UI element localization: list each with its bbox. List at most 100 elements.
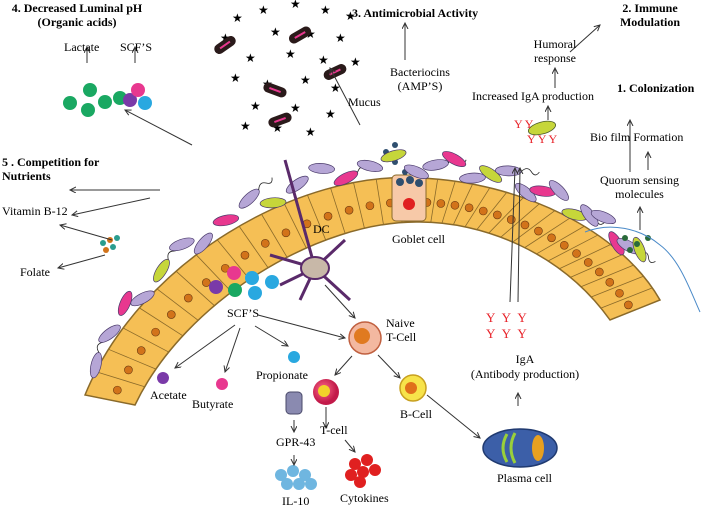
- star-icon: ★: [232, 11, 243, 25]
- gpr43-receptor: [285, 391, 303, 415]
- cell-border: [108, 348, 157, 370]
- organic-acid-dots: [63, 83, 152, 117]
- star-icon: ★: [240, 119, 251, 133]
- scf-product-dots: [157, 351, 300, 390]
- plasma-cell: [482, 428, 558, 468]
- cell-nucleus: [323, 211, 333, 221]
- cell-border: [430, 179, 439, 223]
- star-icon: ★: [258, 3, 269, 17]
- cell-border: [441, 181, 456, 224]
- quorum-dots: [622, 235, 651, 253]
- iga-y-top: Y Y: [514, 117, 534, 131]
- cell-border: [284, 203, 307, 249]
- star-icon: ★: [300, 73, 311, 87]
- cell-border: [216, 239, 250, 280]
- arrows: [58, 23, 648, 465]
- cytokines-label: Cytokines: [340, 491, 389, 505]
- cell-border: [122, 327, 169, 353]
- t-cell: [313, 379, 339, 405]
- biofilm-label: Bio film Formation: [590, 130, 684, 144]
- lactate-label: Lactate: [64, 40, 100, 54]
- dendritic-cell: [269, 159, 352, 302]
- star-icon: ★: [290, 0, 301, 11]
- cell-nucleus: [520, 220, 530, 230]
- humoral-line2: response: [534, 51, 576, 65]
- star-icon: ★: [250, 99, 261, 113]
- bacterium: [130, 290, 155, 307]
- cell-border: [238, 226, 269, 268]
- cell-border: [500, 203, 540, 238]
- bacterium: [117, 290, 133, 316]
- propionate-label: Propionate: [256, 368, 308, 382]
- cell-nucleus: [559, 241, 569, 250]
- cell-border: [600, 287, 653, 309]
- naive-t-cell: [348, 321, 382, 355]
- cell-nucleus: [436, 199, 446, 208]
- cell-border: [609, 299, 661, 321]
- il10-cluster: [275, 465, 317, 490]
- cell-border: [559, 244, 611, 270]
- mucus-label: Mucus: [348, 95, 381, 109]
- immune-line2: Modulation: [619, 15, 680, 29]
- cell-nucleus: [124, 365, 133, 375]
- cell-border: [570, 254, 623, 278]
- cell-border: [464, 187, 491, 228]
- plasma-label: Plasma cell: [497, 471, 552, 485]
- rod-bacterium: [214, 35, 236, 55]
- bacteriocins-line1: Bacteriocins: [390, 65, 450, 79]
- cell-nucleus: [595, 267, 604, 277]
- star-icon: ★: [345, 9, 356, 23]
- cell-nucleus: [202, 278, 211, 287]
- bacterium: [169, 237, 195, 252]
- star-icon: ★: [330, 81, 341, 95]
- bacterium: [193, 232, 213, 255]
- tcell-label: T-cell: [320, 423, 348, 437]
- cell-border: [524, 217, 571, 248]
- star-icon: ★: [272, 121, 283, 135]
- cell-border: [512, 210, 556, 243]
- bacterium: [285, 175, 309, 194]
- cell-nucleus: [365, 201, 375, 211]
- cell-border: [353, 182, 365, 229]
- iga-y-top-2: Y Y Y: [527, 132, 558, 146]
- bacterium: [590, 209, 616, 225]
- bacterium: [238, 177, 273, 209]
- cell-border: [139, 307, 184, 337]
- iga-line1: IgA: [515, 352, 535, 366]
- cell-border: [476, 192, 508, 230]
- star-icon: ★: [350, 55, 361, 69]
- cell-nucleus: [183, 293, 193, 303]
- cell-border: [488, 197, 524, 234]
- cell-nucleus: [344, 205, 354, 215]
- cell-border: [95, 371, 145, 388]
- cell-border: [307, 194, 327, 241]
- bacterium: [259, 197, 287, 209]
- scfs-mid-label: SCF’S: [227, 306, 260, 320]
- star-icon: ★: [230, 71, 241, 85]
- ph-title-line1: 4. Decreased Luminal pH: [11, 1, 143, 15]
- cell-nucleus: [464, 203, 474, 213]
- cell-nucleus: [583, 258, 593, 267]
- bacteriocin-stars: ★★★★★★★★★★★★★★★★★★★★★★★: [214, 0, 361, 139]
- cell-nucleus: [136, 346, 146, 355]
- iga-bacterium: [527, 120, 557, 136]
- cell-nucleus: [493, 210, 502, 220]
- scfs-cluster: [209, 266, 279, 300]
- star-icon: ★: [220, 31, 231, 45]
- bacterium: [514, 183, 537, 203]
- cell-nucleus: [151, 327, 160, 337]
- cell-border: [591, 275, 644, 298]
- rod-bacterium: [263, 82, 287, 98]
- star-icon: ★: [318, 53, 329, 67]
- cell-nucleus: [478, 206, 488, 216]
- bacterium: [442, 151, 467, 167]
- quorum-line2: molecules: [615, 187, 664, 201]
- star-icon: ★: [270, 25, 281, 39]
- bcell-label: B-Cell: [400, 407, 432, 421]
- microbiota-layer: [89, 120, 656, 379]
- cell-nucleus: [615, 288, 624, 298]
- folate-label: Folate: [20, 265, 50, 279]
- star-icon: ★: [320, 3, 331, 17]
- antimicrobial-label: 3. Antimicrobial Activity: [352, 6, 479, 20]
